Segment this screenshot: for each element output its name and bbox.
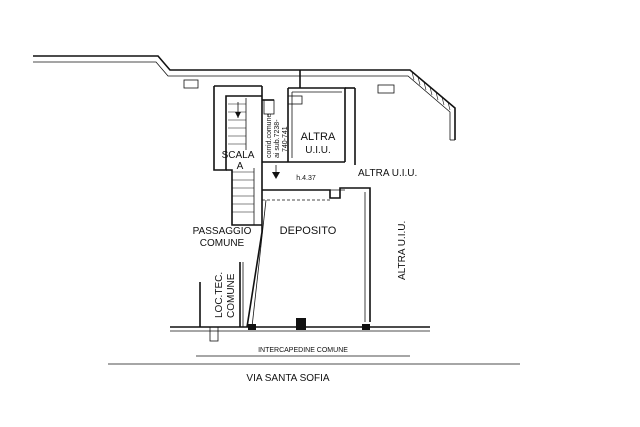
label-street: VIA SANTA SOFIA [246, 373, 330, 384]
common-corridor: corrid.comune ai sub.7238- 740-741 [262, 99, 289, 179]
stair-scala-a: SCALA A [213, 85, 263, 232]
label-scala: SCALA [222, 150, 255, 161]
label-corridoio-2: ai sub.7238- [274, 119, 281, 158]
height-band: h.4.37 [262, 161, 345, 201]
label-passaggio-2: COMUNE [200, 238, 245, 249]
label-loc-tec-2: COMUNE [226, 273, 237, 318]
label-corridoio-3: 740-741 [282, 126, 289, 152]
room-altra-uiu-top: ALTRA U.I.U. [287, 87, 356, 165]
street: VIA SANTA SOFIA [108, 363, 520, 384]
label-loc-tec-1: LOC.TEC. [214, 272, 225, 318]
label-scala-letter: A [237, 161, 244, 172]
label-altra-uiu-right: ALTRA U.I.U. [358, 168, 417, 179]
label-deposito: DEPOSITO [280, 225, 337, 237]
bottom-facade [170, 318, 430, 342]
room-deposito: DEPOSITO [246, 187, 371, 328]
room-altra-uiu-right: ALTRA U.I.U. ALTRA U.I.U. [358, 168, 417, 280]
label-passaggio-1: PASSAGGIO [193, 226, 252, 237]
label-altra-uiu-top-2: U.I.U. [305, 145, 331, 156]
label-intercapedine: INTERCAPEDINE COMUNE [258, 347, 348, 354]
common-areas-left: PASSAGGIO COMUNE LOC.TEC. COMUNE [193, 226, 252, 327]
label-altra-uiu-vertical: ALTRA U.I.U. [397, 221, 408, 280]
top-boundary [33, 55, 456, 141]
label-corridoio-1: corrid.comune [266, 114, 273, 158]
label-height: h.4.37 [296, 175, 316, 182]
intercapedine-comune: INTERCAPEDINE COMUNE [196, 347, 410, 357]
label-altra-uiu-top-1: ALTRA [301, 131, 336, 143]
